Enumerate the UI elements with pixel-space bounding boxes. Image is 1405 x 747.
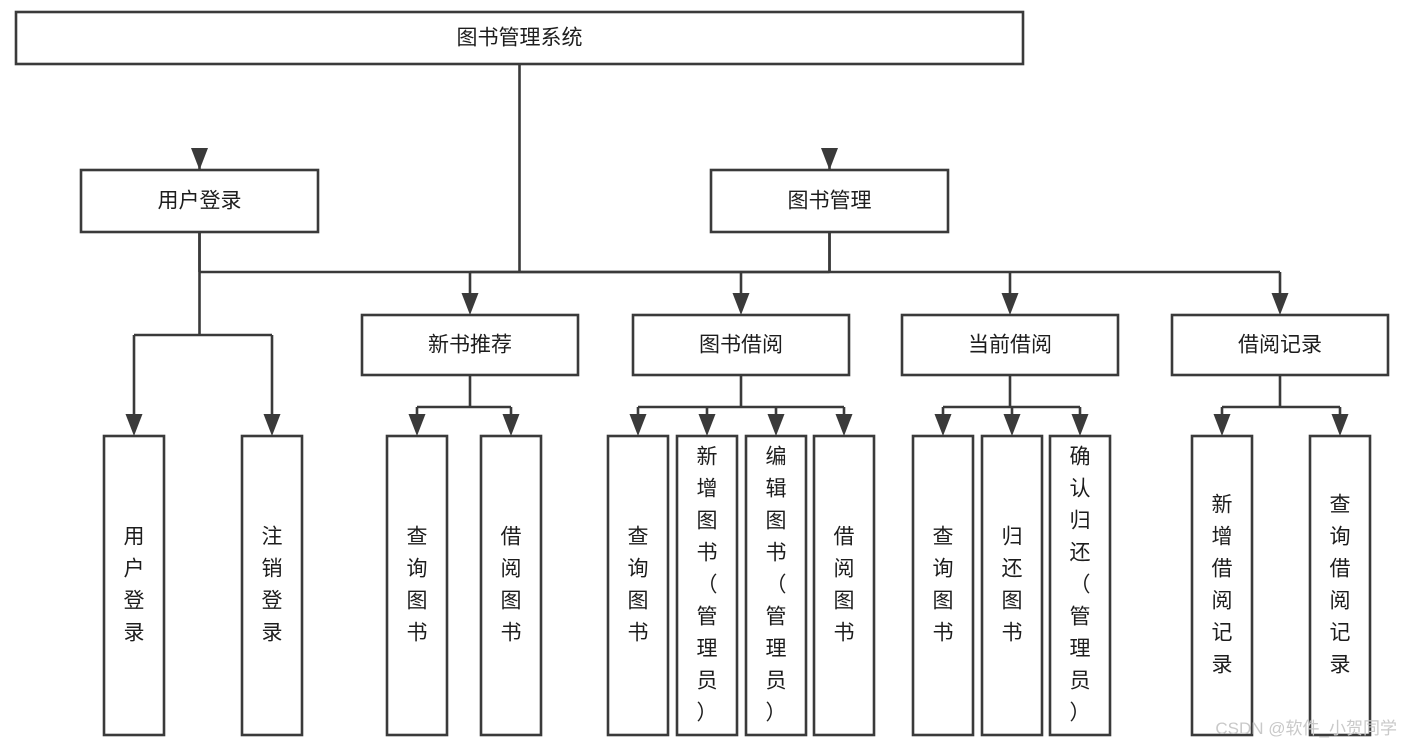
node-label-user-login-do: 用户登录: [124, 525, 145, 644]
node-bb-add-book[interactable]: 新增图书（管理员）: [675, 434, 739, 737]
node-label-user-login: 用户登录: [158, 190, 242, 213]
arrow-to-bb-edit-book-head: [767, 414, 785, 436]
node-box-bb-borrow-book[interactable]: [812, 434, 876, 737]
arrow-to-current-borrow-head: [1001, 293, 1019, 315]
node-box-user-logout[interactable]: [240, 434, 304, 737]
node-br-add-record[interactable]: 新增借阅记录: [1190, 434, 1254, 737]
arrow-to-nbr-query-book-head: [408, 414, 426, 436]
node-box-cb-query-book[interactable]: [911, 434, 975, 737]
csdn-watermark: CSDN @软件_小贺同学: [1215, 719, 1397, 738]
arrow-to-br-add-record-head: [1213, 414, 1231, 436]
node-book-management[interactable]: 图书管理: [709, 168, 950, 234]
node-cb-confirm-return[interactable]: 确认归还（管理员）: [1048, 434, 1112, 737]
node-box-nbr-borrow-book[interactable]: [479, 434, 543, 737]
node-box-book-borrow[interactable]: [631, 313, 851, 377]
node-box-current-borrow[interactable]: [900, 313, 1120, 377]
node-label-br-query-record: 查询借阅记录: [1330, 493, 1351, 676]
node-root[interactable]: 图书管理系统: [14, 10, 1025, 66]
node-layer: 图书管理系统用户登录用户登录注销登录图书管理新书推荐查询图书借阅图书图书借阅查询…: [14, 10, 1390, 737]
node-current-borrow[interactable]: 当前借阅: [900, 313, 1120, 377]
node-box-book-management[interactable]: [709, 168, 950, 234]
node-label-borrow-record: 借阅记录: [1238, 334, 1322, 357]
node-box-new-book-recommend[interactable]: [360, 313, 580, 377]
arrow-to-cb-return-book-head: [1003, 414, 1021, 436]
arrow-to-bb-add-book-head: [698, 414, 716, 436]
arrow-to-user-login-do-head: [125, 414, 143, 436]
node-label-nbr-query-book: 查询图书: [407, 525, 428, 644]
arrow-to-borrow-record-head: [1271, 293, 1289, 315]
node-label-bb-query-book: 查询图书: [628, 525, 649, 644]
node-label-nbr-borrow-book: 借阅图书: [501, 525, 522, 644]
node-label-root: 图书管理系统: [457, 27, 583, 50]
node-label-bb-add-book: 新增图书（管理员）: [697, 445, 718, 724]
node-user-login-do[interactable]: 用户登录: [102, 434, 166, 737]
node-label-new-book-recommend: 新书推荐: [428, 334, 512, 357]
node-bb-edit-book[interactable]: 编辑图书（管理员）: [744, 434, 808, 737]
node-br-query-record[interactable]: 查询借阅记录: [1308, 434, 1372, 737]
node-label-bb-edit-book: 编辑图书（管理员）: [766, 445, 787, 724]
node-box-root[interactable]: [14, 10, 1025, 66]
arrow-to-new-book-recommend-head: [461, 293, 479, 315]
node-label-cb-query-book: 查询图书: [933, 525, 954, 644]
node-nbr-query-book[interactable]: 查询图书: [385, 434, 449, 737]
node-label-current-borrow: 当前借阅: [968, 334, 1052, 357]
node-label-bb-borrow-book: 借阅图书: [834, 525, 855, 644]
connector-layer: [125, 64, 1349, 436]
node-user-login[interactable]: 用户登录: [79, 168, 320, 234]
node-label-br-add-record: 新增借阅记录: [1212, 493, 1233, 676]
node-nbr-borrow-book[interactable]: 借阅图书: [479, 434, 543, 737]
node-label-cb-return-book: 归还图书: [1002, 525, 1023, 644]
node-bb-borrow-book[interactable]: 借阅图书: [812, 434, 876, 737]
arrow-to-br-query-record-head: [1331, 414, 1349, 436]
node-box-cb-confirm-return[interactable]: [1048, 434, 1112, 737]
arrow-to-cb-confirm-return-head: [1071, 414, 1089, 436]
node-box-user-login[interactable]: [79, 168, 320, 234]
arrow-to-book-management-head: [821, 148, 838, 170]
arrow-to-cb-query-book-head: [934, 414, 952, 436]
arrow-to-user-logout-head: [263, 414, 281, 436]
arrow-to-bb-borrow-book-head: [835, 414, 853, 436]
node-box-bb-add-book[interactable]: [675, 434, 739, 737]
node-box-user-login-do[interactable]: [102, 434, 166, 737]
node-box-cb-return-book[interactable]: [980, 434, 1044, 737]
node-label-book-borrow: 图书借阅: [699, 334, 783, 357]
node-box-borrow-record[interactable]: [1170, 313, 1390, 377]
node-label-book-management: 图书管理: [788, 190, 872, 213]
arrow-to-bb-query-book-head: [629, 414, 647, 436]
node-borrow-record[interactable]: 借阅记录: [1170, 313, 1390, 377]
arrow-to-book-borrow-head: [732, 293, 750, 315]
node-box-br-add-record[interactable]: [1190, 434, 1254, 737]
node-label-cb-confirm-return: 确认归还（管理员）: [1070, 445, 1091, 724]
arrow-to-user-login-head: [191, 148, 208, 170]
node-cb-return-book[interactable]: 归还图书: [980, 434, 1044, 737]
node-label-user-logout: 注销登录: [262, 525, 283, 644]
arrow-to-nbr-borrow-book-head: [502, 414, 520, 436]
node-book-borrow[interactable]: 图书借阅: [631, 313, 851, 377]
node-box-bb-query-book[interactable]: [606, 434, 670, 737]
node-bb-query-book[interactable]: 查询图书: [606, 434, 670, 737]
node-cb-query-book[interactable]: 查询图书: [911, 434, 975, 737]
node-box-br-query-record[interactable]: [1308, 434, 1372, 737]
node-user-logout[interactable]: 注销登录: [240, 434, 304, 737]
node-new-book-recommend[interactable]: 新书推荐: [360, 313, 580, 377]
node-box-nbr-query-book[interactable]: [385, 434, 449, 737]
node-box-bb-edit-book[interactable]: [744, 434, 808, 737]
